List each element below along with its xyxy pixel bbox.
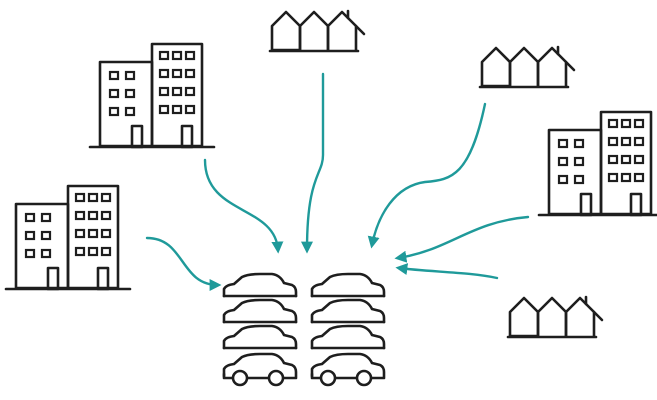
car-icon <box>310 324 386 350</box>
arrow-4 <box>301 72 325 254</box>
apartment-buildings-icon-top-left <box>88 42 216 149</box>
car-icon <box>222 352 298 387</box>
car-icon <box>222 324 298 350</box>
arrow-5 <box>367 102 487 249</box>
arrow-6 <box>395 263 499 280</box>
car-icon <box>222 298 298 324</box>
arrow-1 <box>203 158 284 254</box>
apartment-buildings-icon-right <box>537 110 657 217</box>
arrow-2 <box>145 236 222 291</box>
car-icon <box>310 298 386 324</box>
arrow-3 <box>394 215 530 263</box>
row-houses-icon-top <box>268 9 366 53</box>
row-houses-icon-top-right <box>478 45 576 89</box>
car-icon <box>222 272 298 298</box>
parked-cars-icon <box>222 272 386 387</box>
apartment-buildings-icon-left <box>4 184 132 291</box>
row-houses-icon-bottom-right <box>506 295 604 339</box>
car-icon <box>310 272 386 298</box>
car-icon <box>310 352 386 387</box>
